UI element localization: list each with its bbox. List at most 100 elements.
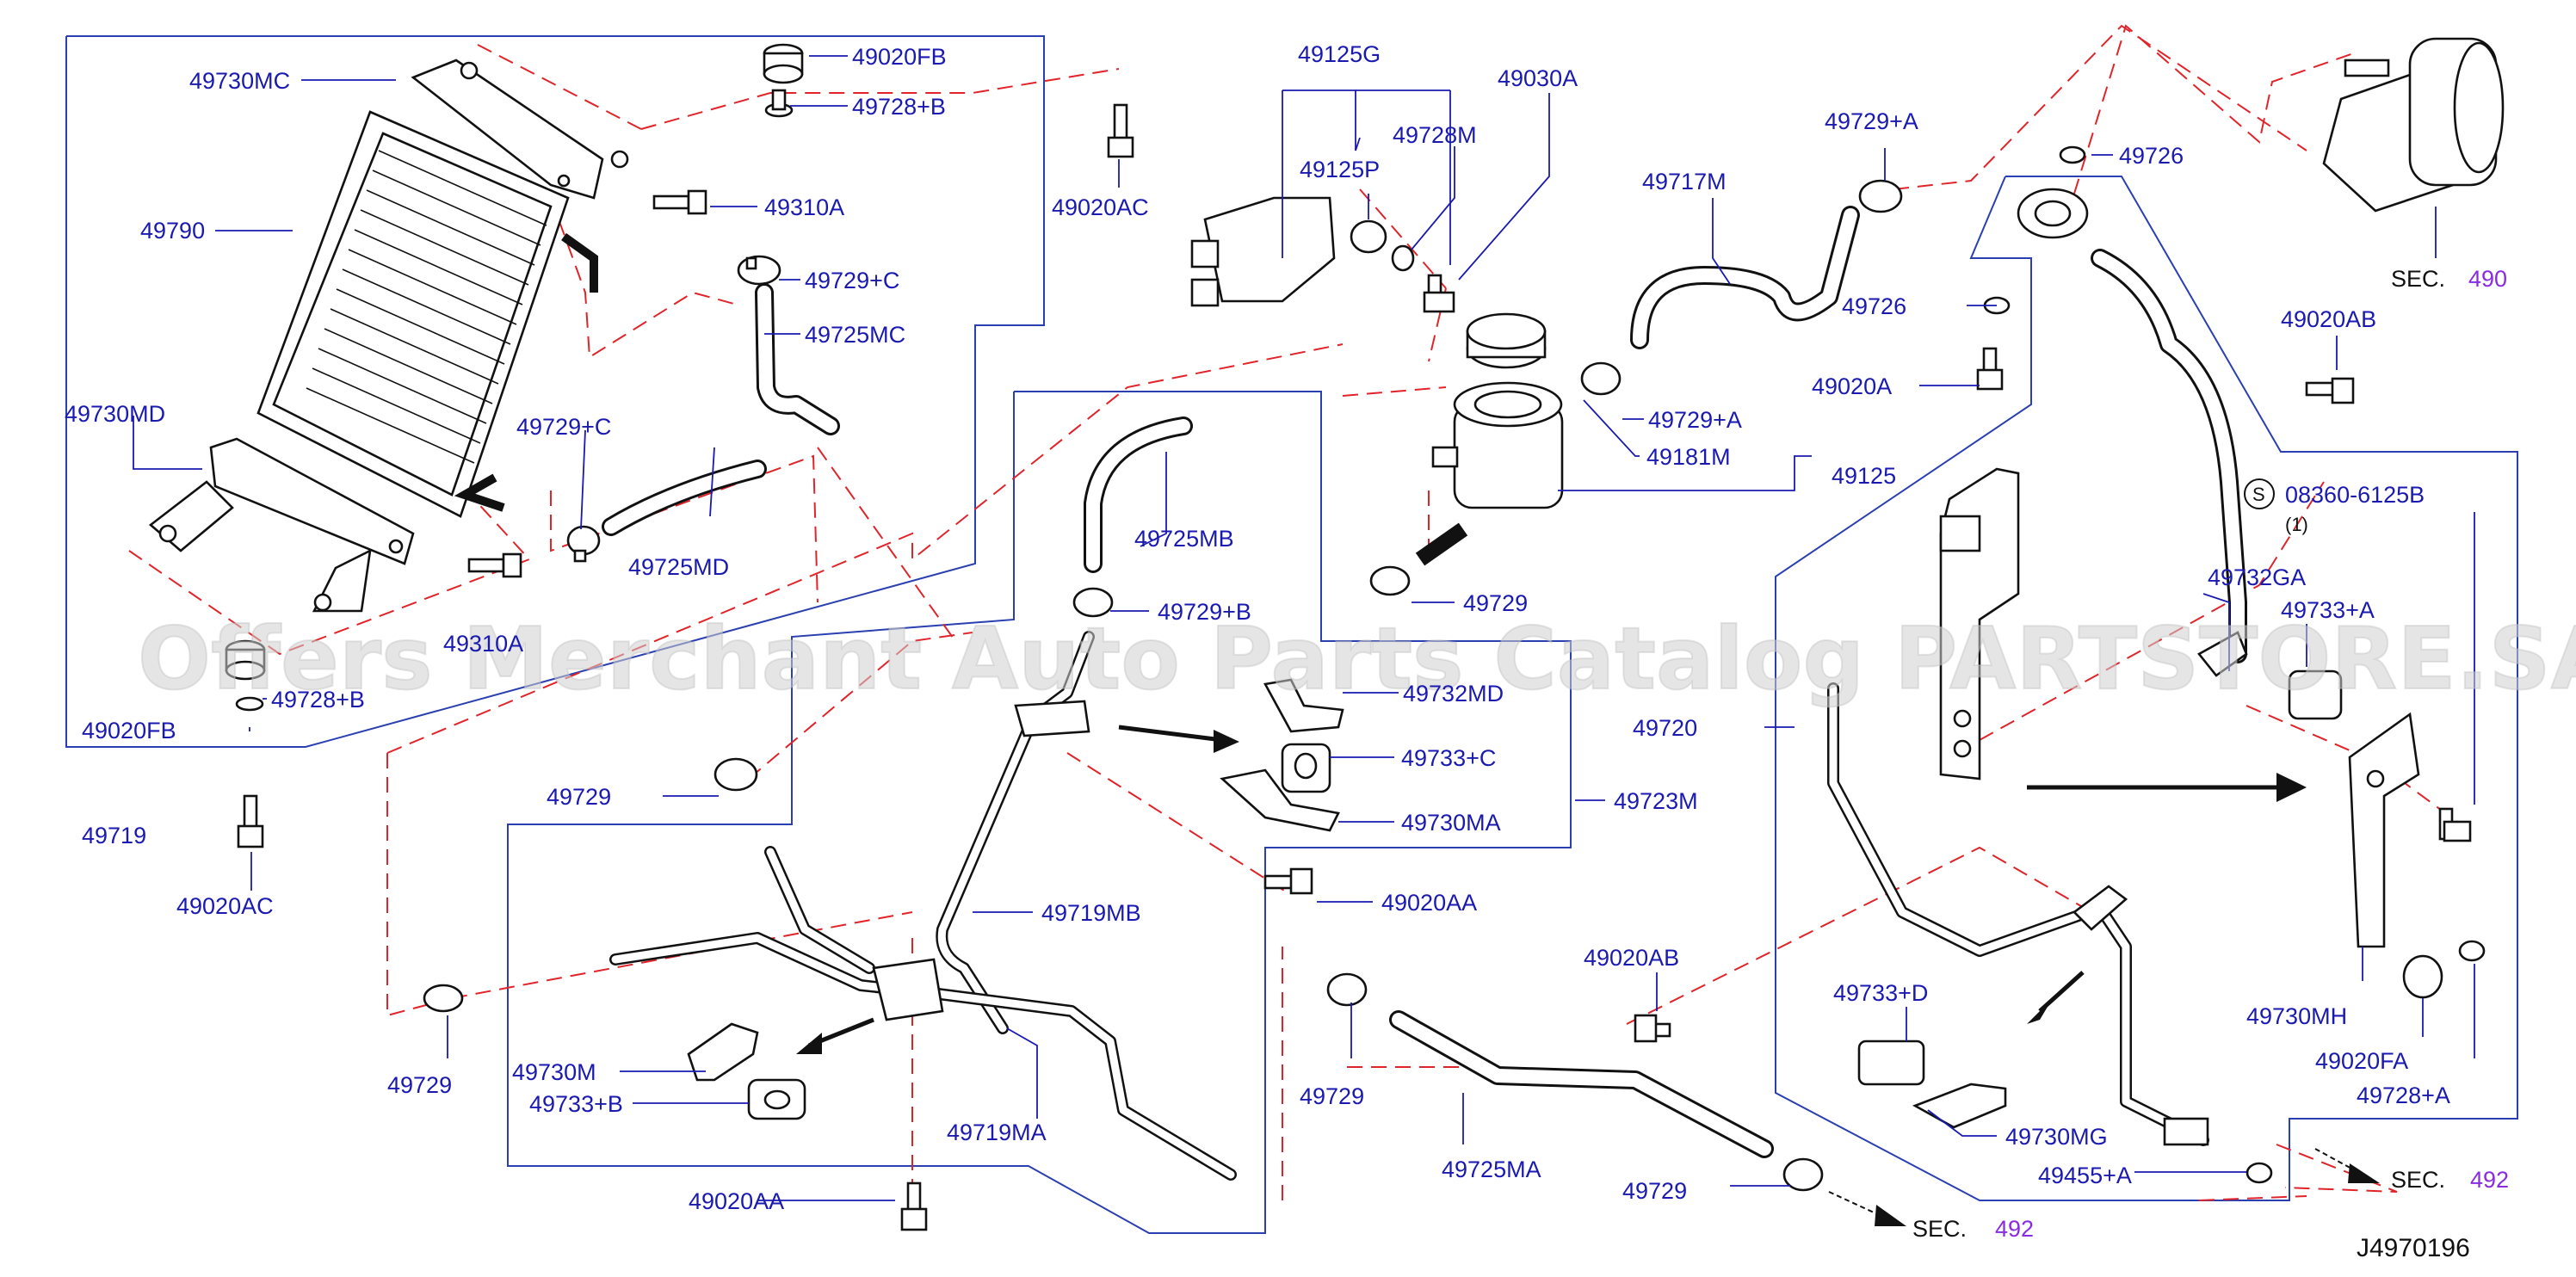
label-49719MB[interactable]: 49719MB	[1041, 900, 1141, 926]
label-49730MG[interactable]: 49730MG	[2005, 1124, 2108, 1150]
label-49729-left[interactable]: 49729	[547, 784, 611, 810]
label-49020AB-right[interactable]: 49020AB	[2281, 306, 2376, 332]
hose-49725MD	[602, 460, 767, 536]
label-49020AC-low[interactable]: 49020AC	[176, 893, 274, 919]
clamp-49729-center	[1326, 972, 1368, 1007]
sec-ref-490-number[interactable]: 490	[2468, 266, 2507, 292]
label-49790[interactable]: 49790	[140, 218, 205, 244]
label-49717M[interactable]: 49717M	[1642, 169, 1727, 194]
pipe-49719MA	[609, 846, 1237, 1181]
sec-ref-492-bottom-number[interactable]: 492	[1995, 1216, 2034, 1242]
label-49725MB[interactable]: 49725MB	[1134, 526, 1234, 552]
arrow-head-right-long	[2276, 773, 2307, 802]
label-49310A-top[interactable]: 49310A	[764, 194, 844, 220]
label-49020AB-mid[interactable]: 49020AB	[1584, 945, 1679, 971]
oil-cooler-49790	[256, 110, 598, 518]
bolt-49030A	[1423, 274, 1455, 313]
label-49719MA[interactable]: 49719MA	[947, 1120, 1047, 1145]
label-49729-lower-left[interactable]: 49729	[387, 1072, 452, 1098]
label-49729-reservoir[interactable]: 49729	[1463, 590, 1528, 616]
label-49125P[interactable]: 49125P	[1300, 157, 1380, 182]
insulator-49733B	[747, 1078, 806, 1120]
power-steering-pump	[2322, 37, 2505, 213]
bracket-49730MG	[1912, 1083, 2007, 1129]
hose-49725MB	[1084, 416, 1193, 573]
label-49728B-top[interactable]: 49728+B	[852, 94, 946, 120]
bracket-49720-upper	[1939, 467, 2020, 780]
label-08360-6125B[interactable]: 08360-6125B	[2285, 482, 2425, 508]
special-symbol-circle	[2244, 478, 2275, 509]
label-49020A[interactable]: 49020A	[1812, 373, 1892, 399]
clamp-49729C	[737, 255, 781, 286]
label-49020AA-mid[interactable]: 49020AA	[1381, 890, 1477, 916]
stud-49728A	[2458, 940, 2486, 962]
label-49730MD[interactable]: 49730MD	[65, 401, 165, 427]
label-49729-bottom[interactable]: 49729	[1622, 1178, 1687, 1204]
bolt-49020AC-low	[237, 794, 264, 848]
label-49732MD[interactable]: 49732MD	[1403, 681, 1504, 706]
stud-49728B-low	[235, 696, 264, 712]
label-49726-top[interactable]: 49726	[2119, 143, 2184, 169]
cap-49181M	[1466, 312, 1547, 369]
label-49030A[interactable]: 49030A	[1498, 65, 1578, 91]
hose-49717M	[1630, 206, 1860, 349]
label-49729-center[interactable]: 49729	[1300, 1083, 1364, 1109]
bracket-49730MH	[2348, 712, 2420, 948]
label-49181M[interactable]: 49181M	[1646, 444, 1731, 470]
bolt-08360-6125B	[2438, 807, 2472, 842]
label-49720[interactable]: 49720	[1633, 715, 1697, 741]
label-49730MA[interactable]: 49730MA	[1401, 810, 1501, 836]
insulator-49733A	[2288, 669, 2343, 720]
label-49125[interactable]: 49125	[1832, 463, 1896, 489]
label-49020FB-top[interactable]: 49020FB	[852, 44, 947, 70]
arrow-head-down-left	[2027, 998, 2053, 1024]
label-49728M[interactable]: 49728M	[1393, 122, 1477, 148]
label-49729C-2[interactable]: 49729+C	[516, 414, 611, 440]
label-49729A-top[interactable]: 49729+A	[1825, 108, 1918, 134]
watermark: Offers Merchant Auto Parts Catalog PARTS…	[138, 608, 2576, 709]
bracket-49730MC	[411, 59, 629, 200]
label-49020FA[interactable]: 49020FA	[2315, 1048, 2408, 1074]
label-49725MA[interactable]: 49725MA	[1442, 1157, 1541, 1182]
label-49725MD[interactable]: 49725MD	[628, 554, 729, 580]
dashed-reference-lines	[128, 24, 2458, 1201]
label-49125G[interactable]: 49125G	[1298, 41, 1381, 67]
label-49733C[interactable]: 49733+C	[1401, 745, 1496, 771]
label-49726-mid[interactable]: 49726	[1842, 293, 1906, 319]
bolt-49020AC-top	[1107, 103, 1134, 158]
clamp-49729A-mid	[1580, 361, 1622, 396]
label-49730MH[interactable]: 49730MH	[2246, 1003, 2347, 1029]
label-49020AC-top[interactable]: 49020AC	[1052, 194, 1149, 220]
label-49729A-mid[interactable]: 49729+A	[1648, 407, 1742, 433]
label-49733A[interactable]: 49733+A	[2281, 597, 2375, 623]
label-49455A[interactable]: 49455+A	[2038, 1163, 2132, 1188]
label-49020AA-low[interactable]: 49020AA	[689, 1188, 784, 1214]
clamp-49729C-2	[566, 525, 601, 563]
label-49728A[interactable]: 49728+A	[2357, 1083, 2450, 1108]
hose-49725MA	[1389, 1010, 1774, 1158]
sec-ref-492-bottom-prefix: SEC.	[1912, 1216, 1967, 1242]
label-49719[interactable]: 49719	[82, 823, 146, 848]
grommet-49020FB-low	[225, 639, 266, 681]
bolt-49310A-top	[652, 189, 707, 215]
label-49733B[interactable]: 49733+B	[529, 1091, 623, 1117]
label-49730M[interactable]: 49730M	[512, 1059, 596, 1085]
label-49725MC[interactable]: 49725MC	[805, 322, 905, 348]
label-49733D[interactable]: 49733+D	[1833, 980, 1928, 1006]
label-49310A-low[interactable]: 49310A	[443, 631, 523, 657]
label-49729C[interactable]: 49729+C	[805, 268, 899, 293]
label-49723M[interactable]: 49723M	[1614, 788, 1698, 814]
bracket-49730M	[687, 1022, 759, 1082]
group-outline-49720	[1775, 176, 2518, 1201]
label-49020FB-low[interactable]: 49020FB	[82, 718, 176, 743]
bolt-49020AA-low	[900, 1181, 928, 1231]
label-49730MC[interactable]: 49730MC	[189, 68, 290, 94]
sec-ref-492-right-number[interactable]: 492	[2470, 1167, 2509, 1193]
hose-49725MC	[755, 283, 840, 435]
label-49728B-low[interactable]: 49728+B	[271, 687, 365, 713]
bolt-49020A	[1976, 347, 2004, 391]
label-49729B[interactable]: 49729+B	[1158, 599, 1251, 625]
label-49732GA[interactable]: 49732GA	[2208, 564, 2306, 590]
insulator-49733C	[1281, 743, 1331, 793]
